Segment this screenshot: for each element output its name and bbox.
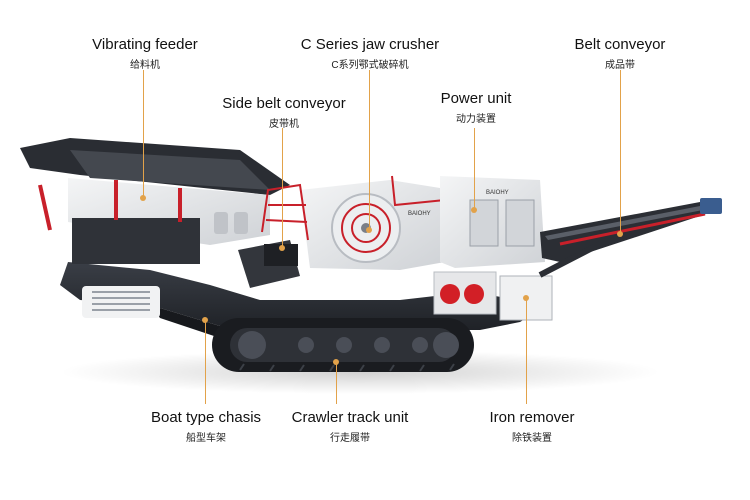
label-jaw-crusher-en: C Series jaw crusher	[300, 36, 440, 53]
label-vibrating-feeder: Vibrating feeder 给料机	[80, 36, 210, 71]
brand-plate: BAIOHY	[408, 211, 431, 217]
label-jaw-crusher-zh: C系列鄂式破碎机	[331, 60, 409, 71]
leader-belt-conveyor	[620, 70, 621, 234]
dot-crawler-track	[333, 359, 339, 365]
label-belt-conveyor-en: Belt conveyor	[574, 36, 666, 53]
label-crawler-track: Crawler track unit 行走履带	[280, 409, 420, 444]
flywheel-ring-1	[341, 203, 391, 253]
track-treads	[239, 363, 455, 372]
label-crawler-track-en: Crawler track unit	[291, 409, 409, 426]
dot-vibrating-feeder	[140, 195, 146, 201]
label-power-unit-en: Power unit	[440, 90, 512, 107]
belt-conveyor-belt	[545, 206, 703, 240]
power-unit-brand: BAIOHY	[486, 190, 509, 196]
conveyor-support	[538, 241, 602, 278]
dot-iron-remover	[523, 295, 529, 301]
hydraulic-rod-left	[38, 184, 52, 231]
control-light-right	[464, 284, 484, 304]
label-power-unit-zh: 动力装置	[456, 114, 496, 125]
label-boat-chassis-en: Boat type chasis	[150, 409, 262, 426]
label-boat-chassis: Boat type chasis 船型车架	[136, 409, 276, 444]
leader-jaw-crusher	[369, 70, 370, 230]
conveyor-head-motor	[700, 198, 722, 214]
chassis-vent	[82, 286, 160, 318]
feeder-frame	[72, 218, 200, 264]
label-side-belt-conveyor-zh: 皮带机	[269, 119, 299, 130]
label-vibrating-feeder-zh: 给料机	[130, 60, 160, 71]
leader-power-unit	[474, 128, 475, 210]
label-vibrating-feeder-en: Vibrating feeder	[92, 36, 198, 53]
leader-side-belt-conveyor	[282, 128, 283, 248]
belt-conveyor	[540, 202, 718, 262]
dot-side-belt-conveyor	[279, 245, 285, 251]
label-belt-conveyor: Belt conveyor 成品带	[560, 36, 680, 71]
hopper-inner	[70, 150, 270, 190]
label-crawler-track-zh: 行走履带	[330, 433, 370, 444]
vent-slots	[92, 291, 150, 311]
dot-jaw-crusher	[366, 227, 372, 233]
side-conveyor-motor	[264, 244, 298, 266]
label-boat-chassis-zh: 船型车架	[186, 433, 226, 444]
leader-crawler-track	[336, 362, 337, 404]
label-iron-remover-en: Iron remover	[489, 409, 575, 426]
label-belt-conveyor-zh: 成品带	[605, 60, 635, 71]
label-iron-remover-zh: 除铁装置	[512, 433, 552, 444]
dot-boat-chassis	[202, 317, 208, 323]
track-rollers	[238, 331, 459, 359]
control-light-left	[440, 284, 460, 304]
label-power-unit: Power unit 动力装置	[424, 90, 528, 125]
leader-boat-chassis	[205, 320, 206, 404]
flywheel-ring-2	[351, 213, 381, 243]
label-jaw-crusher: C Series jaw crusher C系列鄂式破碎机	[290, 36, 450, 71]
red-guard-rails	[261, 175, 446, 241]
leader-iron-remover	[526, 298, 527, 404]
conveyor-red-strip	[559, 212, 706, 246]
label-side-belt-conveyor-en: Side belt conveyor	[222, 95, 346, 112]
dot-belt-conveyor	[617, 231, 623, 237]
leader-vibrating-feeder	[143, 70, 144, 198]
feeder-springs	[214, 212, 248, 234]
dot-power-unit	[471, 207, 477, 213]
boat-chassis-body	[60, 262, 540, 330]
label-iron-remover: Iron remover 除铁装置	[470, 409, 594, 444]
label-side-belt-conveyor: Side belt conveyor 皮带机	[216, 95, 352, 130]
